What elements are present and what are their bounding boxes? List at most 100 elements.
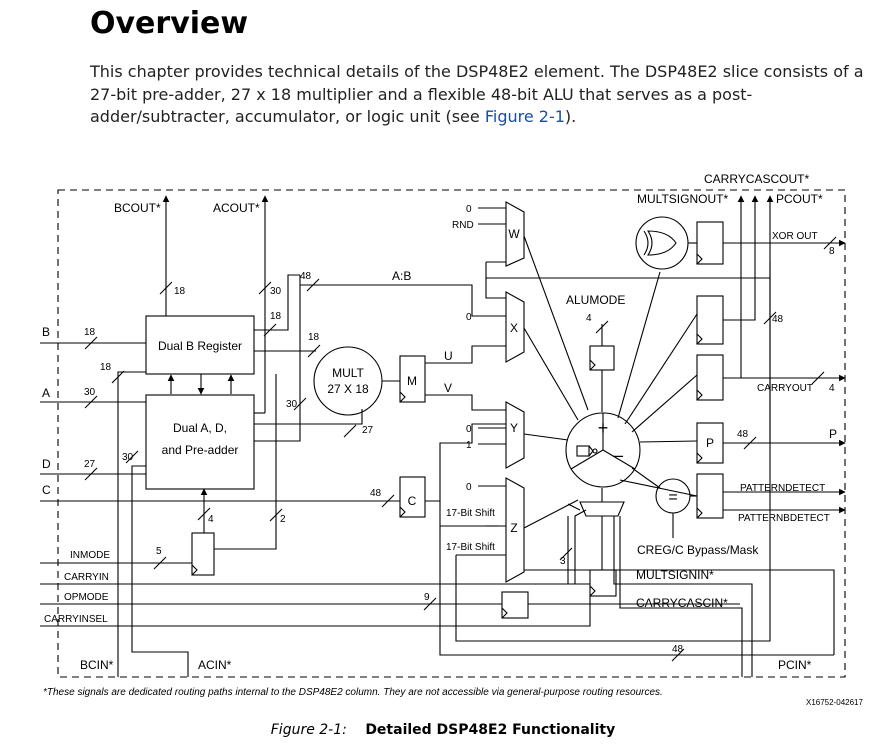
label-acout: ACOUT* (213, 201, 260, 215)
multiplier-circle (313, 346, 383, 416)
b-to-ab-wire (254, 274, 300, 331)
width-ab: 48 (300, 271, 312, 282)
width-pcout: 48 (772, 314, 784, 325)
label-carrycascin: CARRYCASCIN* (636, 596, 728, 610)
label-acin: ACIN* (198, 658, 232, 672)
label-b-input: B (42, 325, 50, 339)
label-shift2: 17-Bit Shift (446, 542, 495, 553)
xor-circle (635, 216, 689, 270)
label-c-input: C (42, 483, 51, 497)
label-a-input: A (42, 386, 50, 400)
label-m-register: M (407, 374, 417, 388)
label-pcin: PCIN* (778, 658, 812, 672)
width-a: 30 (84, 387, 96, 398)
carrycascin-wire (619, 516, 743, 677)
pcin-wire (524, 569, 835, 655)
intro-text: This chapter provides technical details … (90, 62, 864, 126)
dual-b-register-block (145, 315, 255, 375)
label-mux-z: Z (510, 521, 517, 535)
compare-equals: = (668, 489, 677, 506)
z-to-alu (523, 499, 579, 529)
label-creg-bypass: CREG/C Bypass/Mask (637, 543, 759, 557)
label-alumode: ALUMODE (566, 293, 625, 307)
width-b: 18 (84, 327, 96, 338)
label-mult-line1: MULT (332, 366, 364, 380)
u-wire (425, 345, 506, 364)
width-a-mult: 30 (286, 399, 298, 410)
label-dual-ad-line2: and Pre-adder (162, 443, 239, 457)
const-z0: 0 (466, 482, 472, 493)
slice-boundary (57, 189, 846, 678)
const-y0: 0 (466, 424, 472, 435)
label-bcout: BCOUT* (114, 201, 161, 215)
section-heading: Overview (90, 6, 249, 41)
width-alumode: 4 (586, 313, 592, 324)
width-p: 48 (737, 429, 749, 440)
width-inmode-a: 4 (208, 514, 214, 525)
width-xor: 8 (829, 246, 835, 257)
label-carryinsel: CARRYINSEL (44, 614, 108, 625)
ad-to-mult-wire (254, 409, 363, 425)
ab-bus-wire (300, 284, 506, 317)
width-b-mult: 18 (308, 332, 320, 343)
label-shift1: 17-Bit Shift (446, 508, 495, 519)
const-w0: 0 (466, 204, 472, 215)
shift-feedback-wire (455, 262, 771, 642)
caption-title: Detailed DSP48E2 Functionality (365, 722, 616, 738)
width-d: 27 (84, 459, 96, 470)
label-d-input: D (42, 457, 51, 471)
width-acout: 30 (270, 286, 282, 297)
figure-caption: Figure 2-1: Detailed DSP48E2 Functionali… (0, 722, 886, 738)
bcin-wire (117, 371, 146, 677)
label-patterndetect: PATTERNDETECT (740, 483, 825, 494)
carryout-register (696, 295, 724, 345)
label-carryin: CARRYIN (64, 572, 109, 583)
label-multsignin: MULTSIGNIN* (636, 568, 714, 582)
w-to-alu (523, 235, 589, 411)
intro-paragraph: This chapter provides technical details … (90, 61, 880, 129)
label-mux-y: Y (510, 421, 518, 435)
label-c-register: C (408, 494, 417, 508)
carryinsel-wire (40, 596, 591, 627)
label-mux-x: X (510, 321, 518, 335)
width-opmode: 9 (424, 592, 430, 603)
label-u: U (444, 349, 453, 363)
label-carryout: CARRYOUT (757, 383, 813, 394)
label-dual-b-register: Dual B Register (158, 339, 242, 353)
width-pcin: 48 (672, 644, 684, 655)
label-v: V (444, 381, 452, 395)
width-c: 48 (370, 488, 382, 499)
figure-id: X16752-042617 (806, 698, 863, 707)
m-register (399, 355, 426, 403)
width-inmode: 5 (156, 546, 162, 557)
intro-end: ). (564, 107, 577, 126)
label-rnd: RND (452, 220, 474, 231)
label-patternbdetect: PATTERNBDETECT (738, 513, 830, 524)
mux-w (505, 201, 525, 267)
mux-z (505, 477, 525, 583)
label-mult-line2: 27 X 18 (327, 382, 369, 396)
label-multsignout: MULTSIGNOUT* (637, 192, 728, 206)
width-b-fb: 18 (100, 362, 112, 373)
width-ba-up: 18 (270, 311, 282, 322)
const-y1: 1 (466, 440, 472, 451)
label-inmode: INMODE (70, 550, 110, 561)
v-wire (425, 394, 506, 411)
label-opmode: OPMODE (64, 592, 109, 603)
x-to-alu (523, 327, 579, 421)
a-to-ab-wire (254, 275, 301, 442)
carry-register-wire (567, 503, 581, 511)
multsignin-wire (613, 516, 753, 677)
mux-y (505, 401, 525, 469)
const-x0: 0 (466, 312, 472, 323)
width-a-fb: 30 (122, 452, 134, 463)
opmode-register (501, 591, 529, 619)
y-to-alu (523, 433, 569, 441)
inmode-to-b-wire (214, 374, 277, 550)
footnote: *These signals are dedicated routing pat… (43, 687, 663, 698)
width-inmode-b: 2 (280, 514, 286, 525)
figure-link[interactable]: Figure 2-1 (484, 107, 565, 126)
label-pcout: PCOUT* (776, 192, 823, 206)
width-mult-out: 27 (362, 425, 374, 436)
